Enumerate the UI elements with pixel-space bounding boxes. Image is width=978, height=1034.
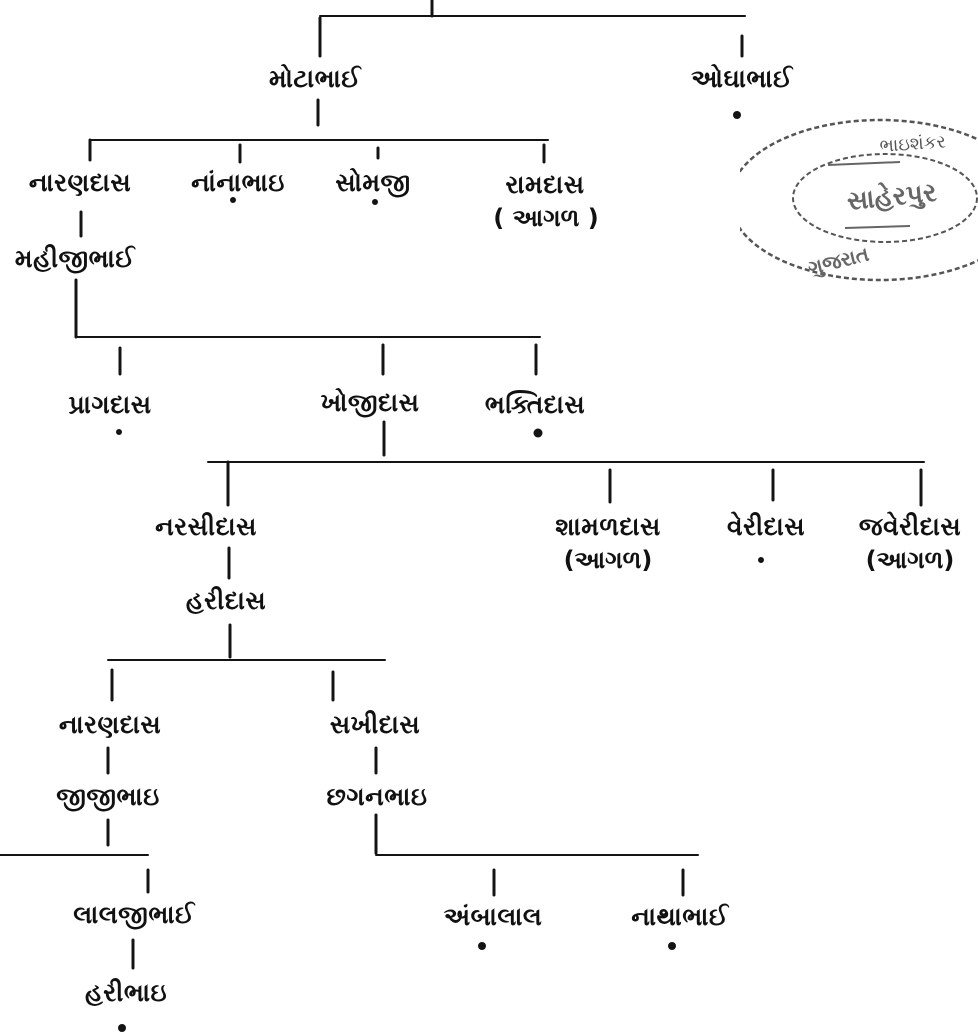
odhabhai-no-issue-dot [733,111,741,119]
person-ambalal: અંબાલાલ [443,902,543,931]
stamp-top-text: ભાઇશંકર [879,131,947,157]
person-nathabhai: નાથાભાઈ [631,902,729,931]
person-sakhidas: સખીદાસ [329,710,421,739]
person-javeridas: જવેરીદાસ [858,512,962,541]
javeridas-continued-note: (આગળ) [865,546,955,574]
bhaktidas-no-issue-dot [533,428,543,438]
person-pragdas: પ્રાગદાસ [68,390,152,419]
haribhai-no-issue-dot [118,1024,126,1032]
ramdas-continued-note: ( આગળ ) [493,204,599,232]
library-stamp-seal: ભાઇશંકર સાહેરપુર ગુજરાત [740,118,978,282]
veridas-no-issue-dot [758,557,764,563]
nanabhai-no-issue-dot [230,197,236,203]
stamp-bottom-text: ગુજરાત [805,242,871,281]
person-chhaganbhai: છગનભાઇ [326,782,428,811]
person-narsidas: નરસીદાસ [155,512,257,541]
person-ramdas: રામદાસ [505,170,585,199]
person-mahijibhai: મહીજીભાઈ [14,244,136,273]
person-jijibhai: જીજીભાઇ [56,782,160,811]
person-narandas: નારણદાસ [28,168,132,197]
pragdas-no-issue-dot [116,429,122,435]
person-nanabhai: નાંનાભાઇ [191,168,285,197]
person-bhaktidas: ભક્તિદાસ [484,390,586,419]
person-lalajibhai: લાલજીભાઈ [73,900,195,929]
ambalal-no-issue-dot [478,942,486,950]
person-motabhai: મોટાભાઈ [268,64,362,93]
stamp-center-text: સાહેરપુર [845,176,938,217]
person-odhabhai: ઓઘાભાઈ [691,64,793,93]
nathabhai-no-issue-dot [668,942,676,950]
person-haribhai: હરીભાઇ [84,978,168,1007]
person-narandas-2: નારણદાસ [58,710,162,739]
person-khojidas: ખોજીદાસ [320,388,420,417]
shamaldas-continued-note: (આગળ) [563,546,653,574]
person-shamaldas: શામળદાસ [555,512,661,541]
person-haridas: હરીદાસ [185,586,267,615]
somji-no-issue-dot [372,199,378,205]
person-somji: સોમજી [335,168,411,197]
person-veridas: વેરીદાસ [726,512,806,541]
